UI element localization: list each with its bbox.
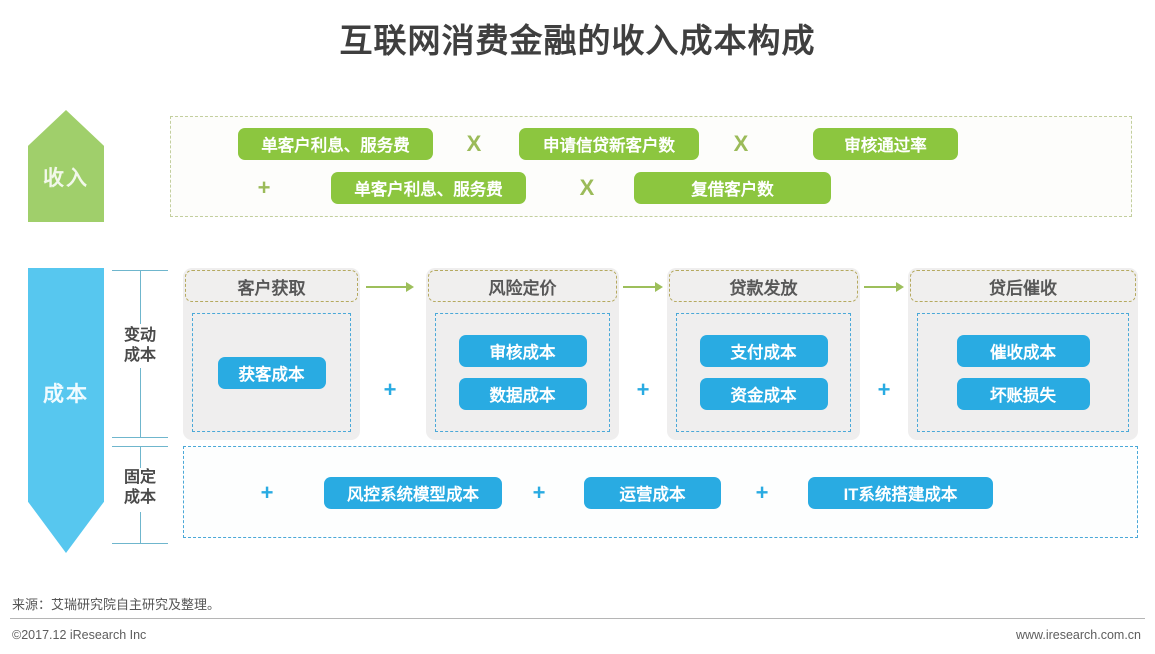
bracket-label-line1: 变动: [123, 327, 156, 344]
copyright-text: ©2017.12 iResearch Inc: [12, 628, 147, 642]
stage-arrow-2-3: [623, 282, 663, 292]
stage-3-header: 贷款发放: [669, 270, 858, 302]
arrow-shaft: [864, 286, 896, 288]
cost-item-payment[interactable]: 支付成本: [699, 335, 828, 367]
fixed-cost-item-riskmodel[interactable]: 风控系统模型成本: [324, 477, 502, 509]
cost-item-funding[interactable]: 资金成本: [699, 378, 828, 410]
stage-2-header: 风险定价: [428, 270, 617, 302]
revenue-term-approval-rate[interactable]: 审核通过率: [813, 128, 958, 160]
fixed-cost-operator-plus-1: +: [532, 480, 546, 505]
bracket-variable-cost-label: 变动 成本: [112, 324, 168, 368]
cost-item-acquisition[interactable]: 获客成本: [217, 356, 326, 389]
revenue-term-new-customers[interactable]: 申请信贷新客户数: [519, 128, 699, 160]
bracket-cap-bottom: [112, 437, 168, 438]
bracket-variable-cost: 变动 成本: [112, 270, 168, 438]
bracket-cap-top: [112, 446, 168, 447]
stage-post-loan-collection[interactable]: 贷后催收 催收成本 坏账损失: [908, 268, 1138, 440]
arrow-head-icon: [896, 282, 904, 292]
cost-operator-plus-1: +: [383, 377, 397, 402]
fixed-cost-item-operations[interactable]: 运营成本: [584, 477, 721, 509]
footer-divider: [10, 618, 1145, 619]
arrow-shaft: [366, 286, 406, 288]
stage-customer-acquisition[interactable]: 客户获取 获客成本: [183, 268, 360, 440]
source-note: 来源：艾瑞研究院自主研究及整理。: [12, 597, 221, 612]
arrow-head-icon: [655, 282, 663, 292]
cost-operator-plus-2: +: [636, 377, 650, 402]
stage-1-items: 获客成本: [192, 313, 351, 432]
stage-loan-disbursement[interactable]: 贷款发放 支付成本 资金成本: [667, 268, 860, 440]
revenue-operator-plus: +: [257, 175, 271, 200]
revenue-formula-box: 单客户利息、服务费 X 申请信贷新客户数 X 审核通过率 + 单客户利息、服务费…: [170, 116, 1132, 217]
revenue-term-repeat-customers[interactable]: 复借客户数: [634, 172, 831, 204]
cost-arrow: 成本: [28, 268, 104, 553]
fixed-cost-operator-plus-lead: +: [260, 480, 274, 505]
revenue-operator-multiply-1: X: [466, 131, 482, 156]
stage-4-header: 贷后催收: [910, 270, 1136, 302]
stage-2-items: 审核成本 数据成本: [435, 313, 610, 432]
stage-1-header: 客户获取: [185, 270, 358, 302]
bracket-fixed-cost: 固定 成本: [112, 446, 168, 544]
bracket-fixed-cost-label: 固定 成本: [112, 468, 168, 512]
stage-3-items: 支付成本 资金成本: [676, 313, 851, 432]
cost-item-collection[interactable]: 催收成本: [956, 335, 1090, 367]
stage-arrow-3-4: [864, 282, 904, 292]
cost-item-data[interactable]: 数据成本: [458, 378, 587, 410]
bracket-label-line2: 成本: [123, 347, 156, 364]
revenue-term-unit-interest-2[interactable]: 单客户利息、服务费: [331, 172, 526, 204]
stage-arrow-1-2: [366, 282, 414, 292]
bracket-label-line1: 固定: [123, 469, 156, 486]
revenue-operator-multiply-2: X: [733, 131, 749, 156]
fixed-cost-operator-plus-2: +: [755, 480, 769, 505]
fixed-cost-item-it-system[interactable]: IT系统搭建成本: [808, 477, 993, 509]
stage-risk-pricing[interactable]: 风险定价 审核成本 数据成本: [426, 268, 619, 440]
website-url: www.iresearch.com.cn: [1015, 628, 1141, 642]
page-title: 互联网消费金融的收入成本构成: [339, 22, 816, 59]
revenue-arrow: 收入: [28, 110, 104, 222]
bracket-cap-bottom: [112, 543, 168, 544]
cost-item-review[interactable]: 审核成本: [458, 335, 587, 367]
revenue-arrow-label: 收入: [43, 167, 89, 190]
arrow-shaft: [623, 286, 655, 288]
fixed-cost-box: + 风控系统模型成本 + 运营成本 + IT系统搭建成本: [183, 446, 1138, 538]
arrow-head-icon: [406, 282, 414, 292]
revenue-operator-multiply-3: X: [579, 175, 595, 200]
revenue-term-unit-interest-1[interactable]: 单客户利息、服务费: [238, 128, 433, 160]
bracket-cap-top: [112, 270, 168, 271]
cost-operator-plus-3: +: [877, 377, 891, 402]
cost-arrow-label: 成本: [43, 382, 89, 406]
stage-4-items: 催收成本 坏账损失: [917, 313, 1129, 432]
cost-item-bad-debt[interactable]: 坏账损失: [956, 378, 1090, 410]
bracket-label-line2: 成本: [123, 489, 156, 506]
